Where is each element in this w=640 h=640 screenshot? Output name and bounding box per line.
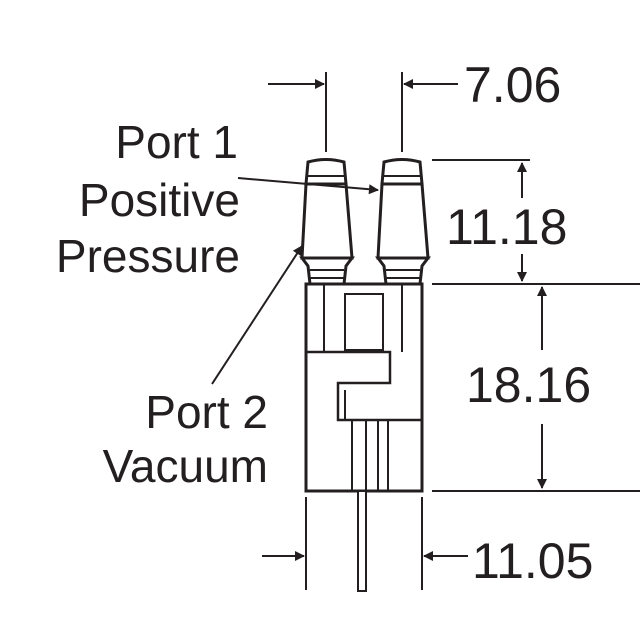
port1-subtitle-2: Pressure: [56, 230, 240, 282]
body-width-value: 11.05: [472, 533, 593, 589]
port1-subtitle-1: Positive: [79, 174, 240, 226]
body-height-value: 18.16: [466, 357, 591, 413]
port2-leader-arrow: [211, 245, 303, 385]
port-height-value: 11.18: [446, 199, 567, 255]
dimension-body-height: 18.16: [432, 286, 640, 492]
port-1-label: Port 1 Positive Pressure: [56, 116, 240, 282]
port-2-nozzle: [299, 158, 355, 286]
center-notch: [344, 293, 384, 351]
lead-pin: [357, 490, 367, 592]
port-2-label: Port 2 Vacuum: [103, 386, 268, 492]
port-1-nozzle: [375, 158, 431, 286]
dimension-body-width: 11.05: [262, 497, 593, 590]
port1-cap: [380, 158, 424, 186]
port2-taper: [300, 182, 354, 260]
port1-title: Port 1: [115, 116, 238, 168]
port1-taper: [376, 182, 430, 260]
port2-cap: [304, 158, 348, 186]
dimension-port-spacing: 7.06: [268, 57, 561, 152]
port2-title: Port 2: [145, 386, 268, 438]
dimension-port-height: 11.18: [432, 159, 640, 285]
port1-leader-arrow: [237, 177, 379, 195]
port-spacing-value: 7.06: [464, 57, 561, 113]
port2-subtitle: Vacuum: [103, 440, 268, 492]
sensor-body: [304, 282, 424, 592]
